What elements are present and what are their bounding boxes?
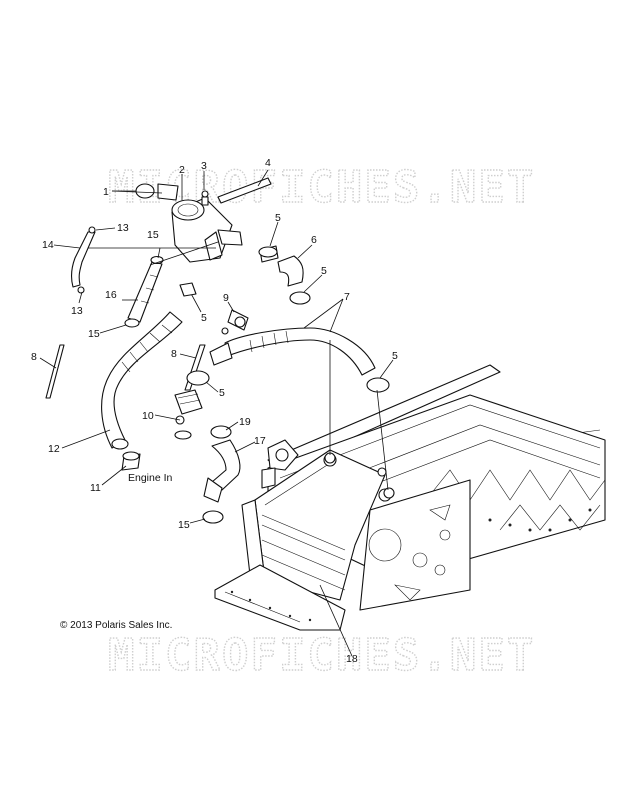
callout-15-c: 15 xyxy=(178,519,190,531)
vent-hose xyxy=(70,226,96,294)
callout-13-b: 13 xyxy=(71,305,83,317)
upper-hose xyxy=(209,245,390,393)
callout-9: 9 xyxy=(223,292,229,304)
callout-14: 14 xyxy=(42,239,54,251)
callout-19: 19 xyxy=(239,416,251,428)
lower-hose xyxy=(202,425,241,524)
callout-2: 2 xyxy=(179,164,185,176)
callout-3: 3 xyxy=(201,160,207,172)
engine-elbow xyxy=(121,451,141,471)
long-engine-hose xyxy=(101,311,183,450)
callout-15-a: 15 xyxy=(147,229,159,241)
callout-5-e: 5 xyxy=(219,387,225,399)
callout-18: 18 xyxy=(346,653,358,665)
callout-15-b: 15 xyxy=(88,328,100,340)
thermostat-housing xyxy=(174,389,203,440)
watermark-bottom: MICROFICHES.NET xyxy=(108,630,535,681)
bleeder-rod-right xyxy=(184,344,210,391)
callout-10: 10 xyxy=(142,410,154,422)
callout-12: 12 xyxy=(48,443,60,455)
callout-5-c: 5 xyxy=(392,350,398,362)
callout-5-b: 5 xyxy=(321,265,327,277)
callout-6: 6 xyxy=(311,234,317,246)
tee-fitting xyxy=(221,309,249,335)
bleeder-rod-left xyxy=(45,344,65,399)
callout-11: 11 xyxy=(90,482,101,494)
leader-lines xyxy=(39,169,394,657)
callout-17: 17 xyxy=(254,435,266,447)
short-hose xyxy=(124,255,164,328)
callout-8-b: 8 xyxy=(171,348,177,360)
callout-5-a: 5 xyxy=(275,212,281,224)
callout-13-a: 13 xyxy=(117,222,129,234)
callout-1: 1 xyxy=(103,186,109,198)
engine-in-label: Engine In xyxy=(128,472,173,484)
callouts: 1 2 3 4 5 6 5 7 5 13 14 15 13 16 15 5 9 … xyxy=(31,157,398,665)
callout-4: 4 xyxy=(265,157,271,169)
copyright-notice: © 2013 Polaris Sales Inc. xyxy=(60,620,172,631)
callout-5-d: 5 xyxy=(201,312,207,324)
callout-7: 7 xyxy=(344,291,350,303)
callout-16: 16 xyxy=(105,289,117,301)
callout-8-a: 8 xyxy=(31,351,37,363)
radiator-fittings xyxy=(261,439,299,489)
